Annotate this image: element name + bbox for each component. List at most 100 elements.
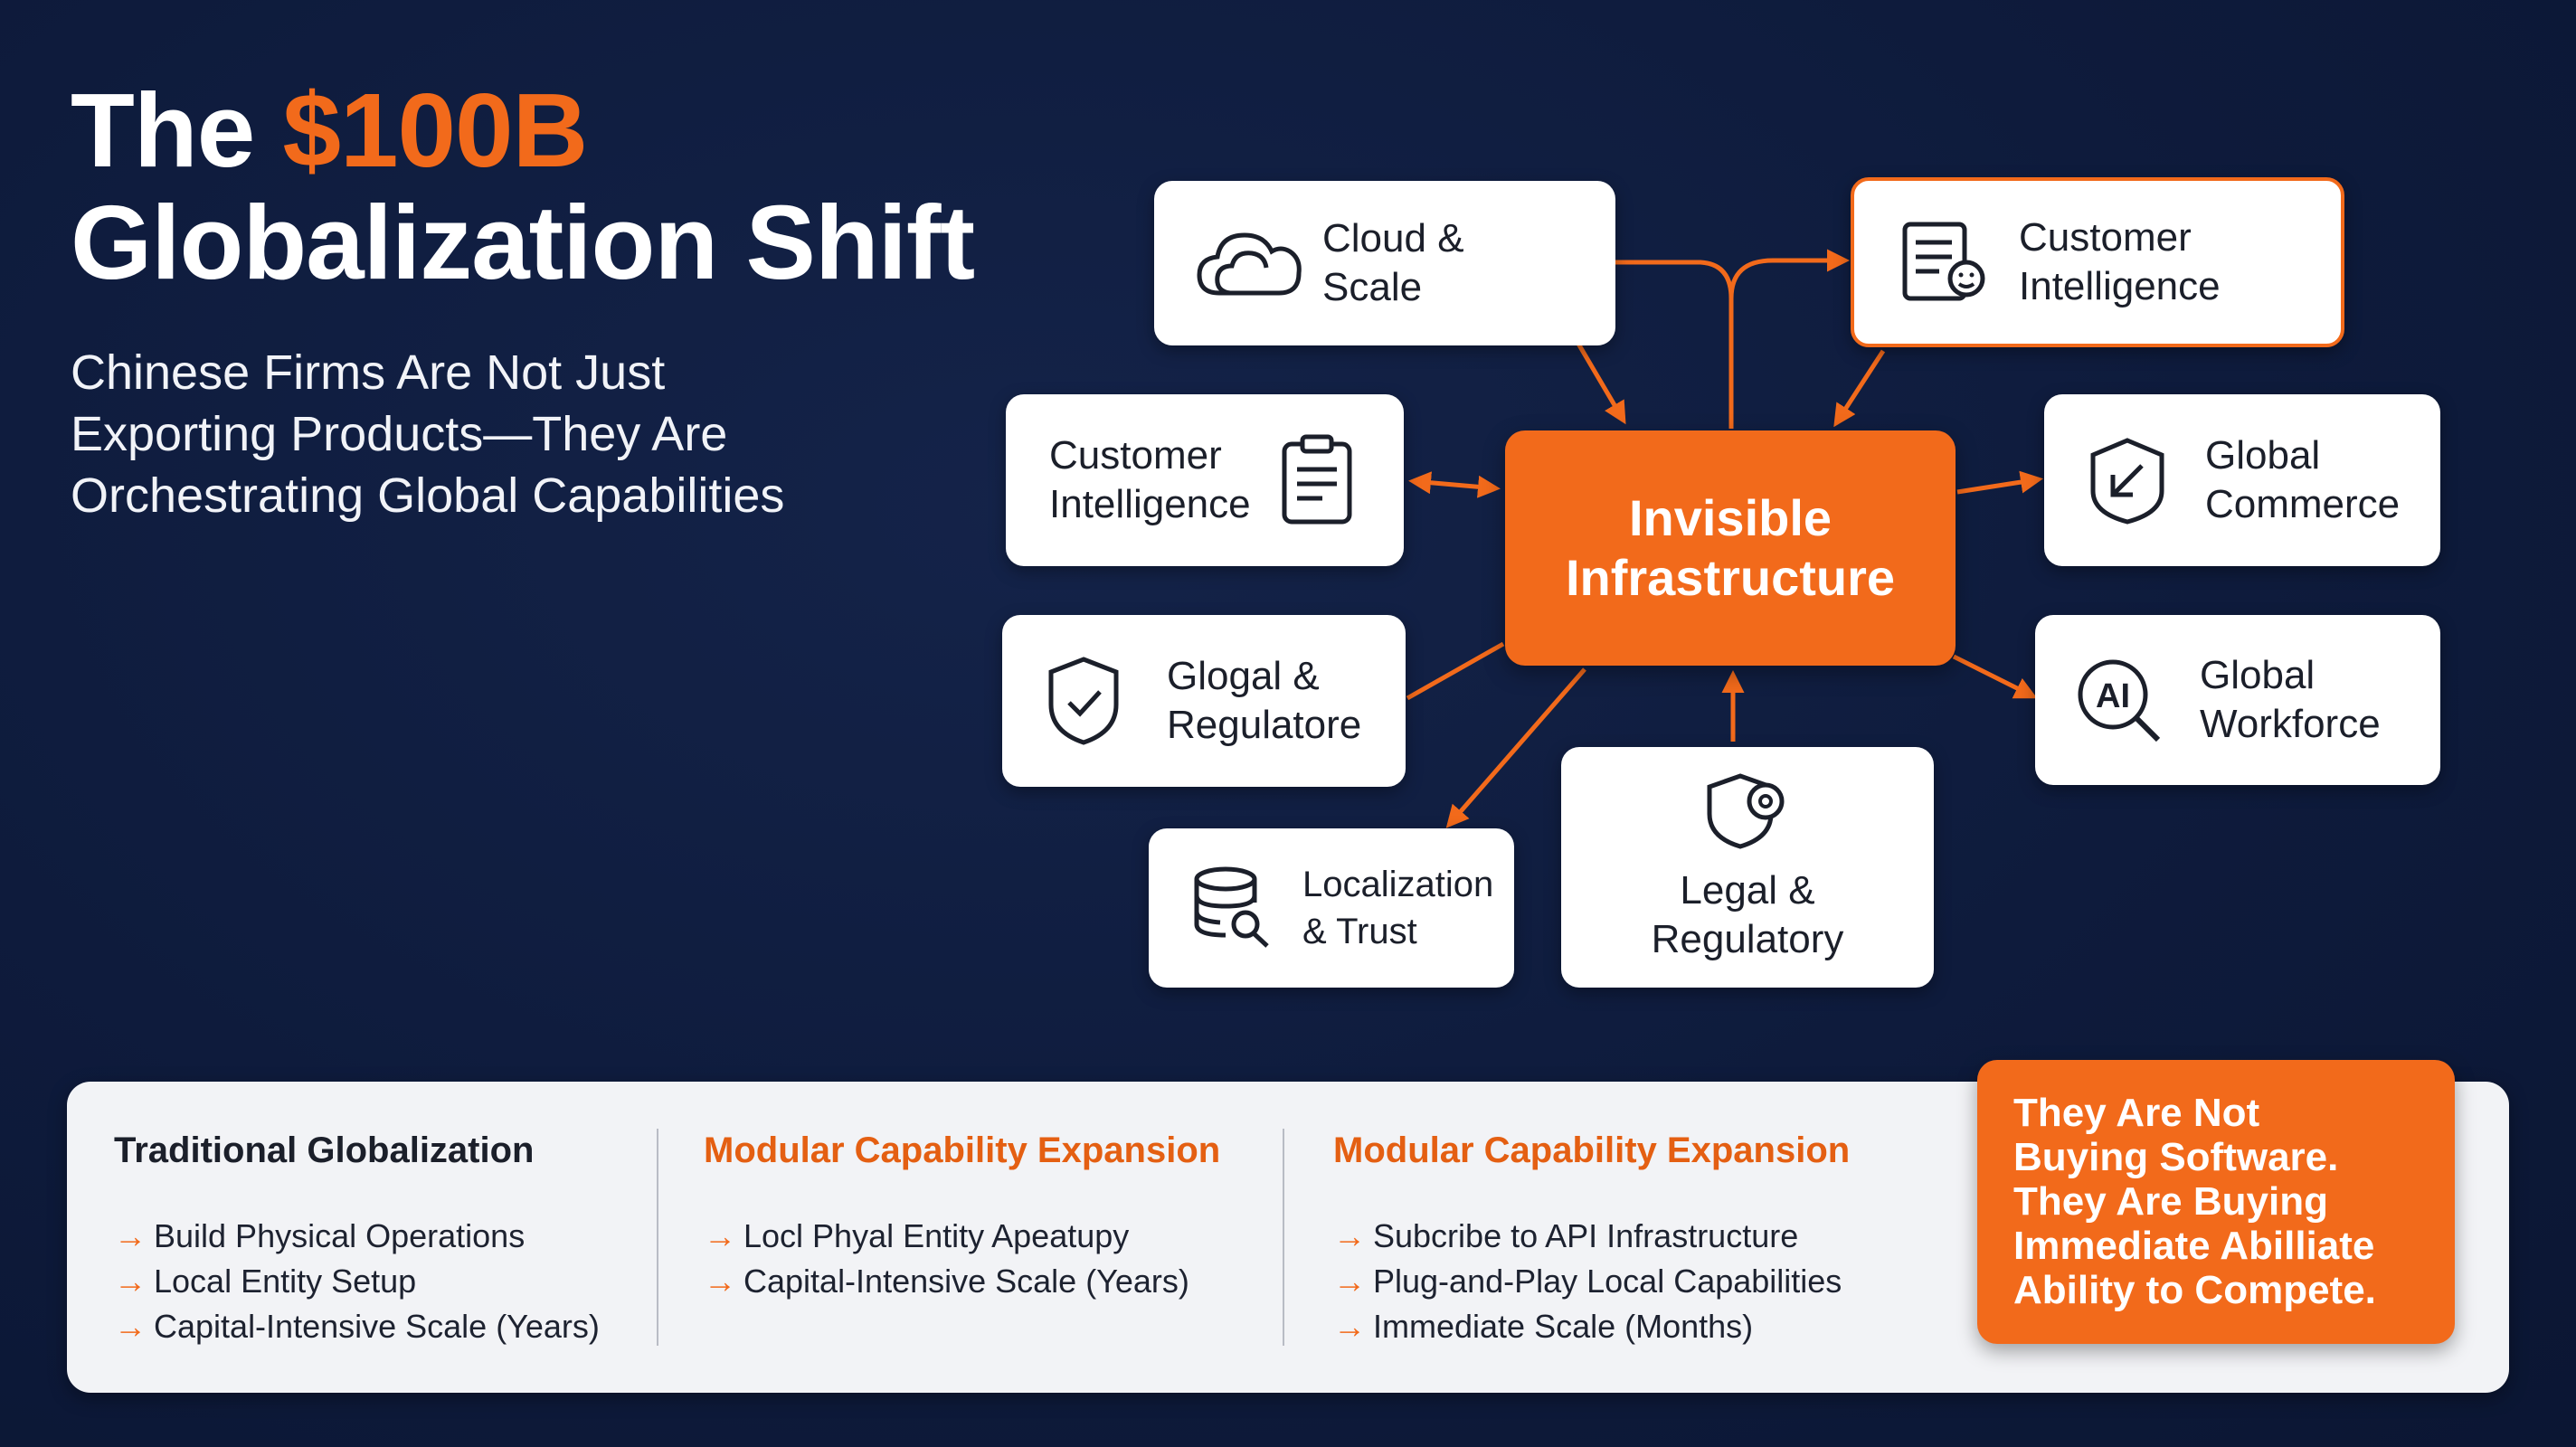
node-label-line: Global [2200,653,2316,697]
node-label-line: Commerce [2205,482,2401,526]
node-label-line: Customer [1049,433,1222,478]
node-global-workforce: AI Global Workforce [2035,615,2440,785]
svg-text:AI: AI [2096,677,2130,715]
subtitle-line: Orchestrating Global Capabilities [71,468,785,523]
node-localization-trust: Localization & Trust [1149,828,1514,988]
callout-line: Ability to Compete. [2013,1268,2376,1312]
node-label-line: Glogal & [1167,654,1320,698]
subtitle: Chinese Firms Are Not Just Exporting Pro… [71,342,885,526]
shield-check-icon [1040,654,1127,748]
node-label-line: Localization [1302,865,1494,904]
column-heading: Modular Capability Expansion [1333,1130,1851,1170]
node-glogal-regulatore: Glogal & Regulatore [1002,615,1406,787]
node-label: Customer Intelligence [1049,431,1251,529]
list-item: →Build Physical Operations [114,1214,600,1259]
callout-line: They Are Not [2013,1091,2260,1135]
node-label: Legal & Regulatory [1652,866,1844,964]
column-list: →Subcribe to API Infrastructure →Plug-an… [1333,1214,1850,1349]
connector-customer-top-to-center [1833,349,1886,428]
connector-cloud-down [1576,342,1626,425]
arrow-right-icon: → [114,1308,147,1345]
node-label: Customer Intelligence [2019,213,2221,311]
node-label: Global Commerce [2205,431,2400,529]
node-label-line: Global [2205,433,2321,478]
column-heading: Modular Capability Expansion [704,1130,1221,1170]
node-label-line: Intelligence [1049,482,1251,526]
title-prefix: The [71,71,255,189]
node-label-line: Legal & [1680,868,1815,913]
title-line-2: Globalization Shift [71,184,975,301]
node-label: Cloud & Scale [1322,214,1464,312]
list-item: →Immediate Scale (Months) [1333,1304,1850,1349]
arrow-right-icon: → [1333,1308,1366,1345]
connector-left-bidirectional [1408,471,1501,498]
list-item: →Capital-Intensive Scale (Years) [114,1304,600,1349]
node-legal-regulatory: Legal & Regulatory [1561,747,1934,988]
column-divider [1283,1129,1284,1346]
node-label-line: Regulatore [1167,703,1362,747]
subtitle-line: Exporting Products—They Are [71,407,728,461]
node-label-line: Regulatory [1651,917,1844,961]
connector-to-customer-top [1728,249,1850,299]
node-cloud-scale: Cloud & Scale [1154,181,1615,345]
customer-profile-icon [1890,219,1999,306]
column-modular-capability-expansion-2: Modular Capability Expansion →Subcribe t… [1333,1129,1850,1349]
column-traditional-globalization: Traditional Globalization →Build Physica… [114,1129,600,1349]
title-accent-amount: $100B [282,71,588,189]
column-list: →Locl Phyal Entity Apeatupy →Capital-Int… [704,1214,1220,1304]
clipboard-icon [1276,433,1358,527]
list-item-text: Local Entity Setup [154,1263,417,1300]
list-item: →Capital-Intensive Scale (Years) [704,1259,1220,1304]
shield-gear-icon [1704,771,1791,852]
list-item: →Locl Phyal Entity Apeatupy [704,1214,1220,1259]
list-item-text: Locl Phyal Entity Apeatupy [743,1217,1130,1254]
connector-to-localization [1445,667,1586,828]
cloud-icon [1187,222,1313,304]
connector-to-glogal [1406,641,1505,701]
list-item-text: Capital-Intensive Scale (Years) [154,1308,600,1345]
column-divider [657,1129,658,1346]
node-label-line: & Trust [1302,912,1417,951]
callout-line: Buying Software. [2013,1135,2339,1179]
subtitle-line: Chinese Firms Are Not Just [71,345,666,400]
arrow-right-icon: → [1333,1263,1366,1300]
list-item-text: Immediate Scale (Months) [1373,1308,1754,1345]
list-item-text: Plug-and-Play Local Capabilities [1373,1263,1842,1300]
list-item-text: Capital-Intensive Scale (Years) [743,1263,1189,1300]
node-label-line: Intelligence [2019,264,2221,308]
shield-arrow-icon [2084,435,2171,525]
page-title: The $100B Globalization Shift [71,71,975,301]
database-search-icon [1189,865,1274,951]
arrow-right-icon: → [704,1217,736,1254]
node-customer-intelligence-left: Customer Intelligence [1006,394,1404,566]
arrow-right-icon: → [114,1263,147,1300]
callout-line: Immediate Abilliate [2013,1224,2375,1268]
node-label: Glogal & Regulatore [1167,652,1361,750]
arrow-right-icon: → [114,1217,147,1254]
center-node-line-1: Invisible [1628,489,1833,546]
column-modular-capability-expansion-1: Modular Capability Expansion →Locl Phyal… [704,1129,1220,1304]
connector-trunk [1617,260,1734,429]
node-label-line: Cloud & [1322,216,1464,260]
node-label: Global Workforce [2200,651,2381,749]
node-label: Localization & Trust [1302,861,1493,955]
callout-line: They Are Buying [2013,1179,2328,1224]
column-heading: Traditional Globalization [114,1130,535,1170]
center-node-invisible-infrastructure: Invisible Infrastructure [1505,430,1956,666]
list-item: →Subcribe to API Infrastructure [1333,1214,1850,1259]
connector-to-workforce [1952,654,2038,699]
list-item: →Local Entity Setup [114,1259,600,1304]
node-customer-intelligence-top: Customer Intelligence [1851,177,2344,347]
callout-box: They Are Not Buying Software. They Are B… [1977,1060,2455,1344]
node-label-line: Scale [1322,265,1423,309]
arrow-right-icon: → [1333,1217,1366,1254]
list-item-text: Build Physical Operations [154,1217,526,1254]
ai-search-icon: AI [2071,655,2165,745]
column-list: →Build Physical Operations →Local Entity… [114,1214,600,1349]
center-node-line-2: Infrastructure [1565,549,1896,606]
list-item: →Plug-and-Play Local Capabilities [1333,1259,1850,1304]
node-label-line: Workforce [2200,702,2381,746]
connector-to-commerce [1956,470,2043,495]
node-label-line: Customer [2019,215,2192,260]
arrow-right-icon: → [704,1263,736,1300]
